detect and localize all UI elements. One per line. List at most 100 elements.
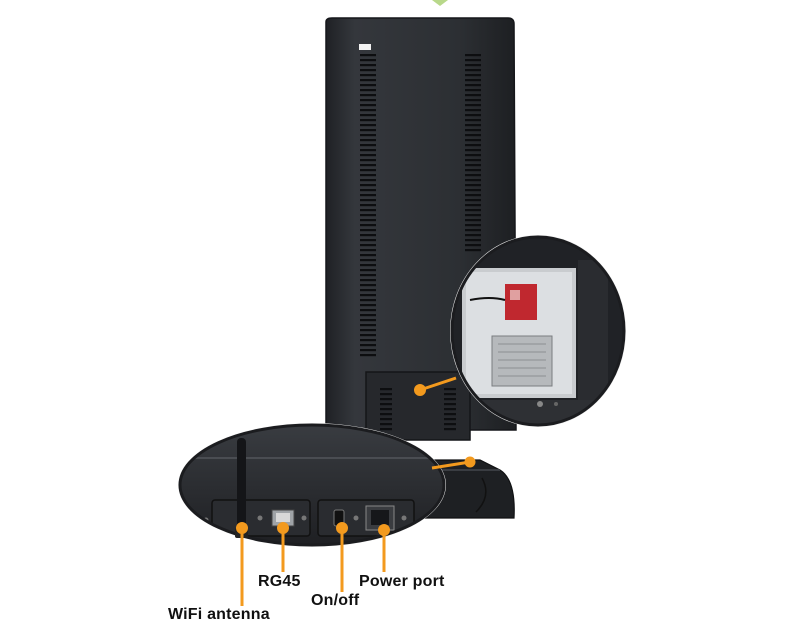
vent-slot	[360, 244, 376, 247]
vent-slot	[360, 274, 376, 277]
vent-slot	[465, 224, 481, 227]
vent-slot	[444, 413, 456, 416]
vent-slot	[444, 418, 456, 421]
vent-slot	[380, 413, 392, 416]
vent-slot	[360, 254, 376, 257]
vent-slot	[465, 59, 481, 62]
vent-slot	[465, 69, 481, 72]
vent-slot	[360, 124, 376, 127]
on-off-label: On/off	[311, 592, 360, 609]
vent-slot	[360, 99, 376, 102]
vent-slot	[360, 214, 376, 217]
vent-slot	[380, 428, 392, 431]
vent-slot	[360, 304, 376, 307]
vent-slot	[380, 423, 392, 426]
vent-slot	[465, 64, 481, 67]
vent-slot	[360, 199, 376, 202]
vent-slot	[360, 64, 376, 67]
vent-slot	[360, 299, 376, 302]
vent-slot	[465, 104, 481, 107]
vent-slot	[444, 428, 456, 431]
vent-slot	[465, 94, 481, 97]
vent-slot	[465, 149, 481, 152]
vent-slot	[380, 393, 392, 396]
vent-slot	[360, 174, 376, 177]
vent-slot	[465, 234, 481, 237]
vent-slot	[465, 54, 481, 57]
vent-slot	[360, 129, 376, 132]
callouts	[236, 376, 476, 606]
vent-slot	[360, 329, 376, 332]
vent-slot	[360, 189, 376, 192]
vent-slot	[465, 99, 481, 102]
vent-slot	[465, 174, 481, 177]
vent-slot	[360, 229, 376, 232]
vent-slot	[465, 169, 481, 172]
vent-slot	[360, 164, 376, 167]
vent-slot	[360, 94, 376, 97]
vent-slot	[360, 339, 376, 342]
vent-slot	[360, 149, 376, 152]
vent-slot	[360, 294, 376, 297]
vent-slot	[465, 79, 481, 82]
vent-slot	[360, 259, 376, 262]
vent-slot	[360, 69, 376, 72]
vent-slot	[360, 344, 376, 347]
vent-slot	[360, 284, 376, 287]
vent-slot	[380, 398, 392, 401]
vent-slot	[465, 129, 481, 132]
vent-slot	[360, 139, 376, 142]
vent-slot	[465, 119, 481, 122]
vent-slot	[380, 388, 392, 391]
vent-slot	[465, 154, 481, 157]
vent-slot	[360, 104, 376, 107]
vent-slot	[360, 269, 376, 272]
vent-slot	[360, 309, 376, 312]
vent-slot	[444, 403, 456, 406]
vent-slot	[360, 59, 376, 62]
vent-slot	[465, 194, 481, 197]
vent-slot	[360, 179, 376, 182]
vent-slot	[465, 244, 481, 247]
vent-slot	[360, 204, 376, 207]
internal-view-zoom	[450, 235, 626, 427]
vent-slot	[465, 209, 481, 212]
rg45-label: RG45	[258, 573, 301, 590]
vent-slot	[360, 134, 376, 137]
vent-slot	[465, 249, 481, 252]
power-port-label: Power port	[359, 573, 445, 590]
vent-slot	[465, 214, 481, 217]
vent-slot	[465, 219, 481, 222]
vent-slot	[465, 184, 481, 187]
vent-slot	[360, 54, 376, 57]
wifi-antenna-label: WiFi antenna	[168, 606, 270, 623]
vent-slot	[465, 134, 481, 137]
vent-slot	[360, 349, 376, 352]
vent-slot	[360, 234, 376, 237]
vent-slot	[360, 154, 376, 157]
vent-slot	[360, 109, 376, 112]
vent-slot	[465, 229, 481, 232]
vent-slot	[360, 74, 376, 77]
vent-slot	[444, 388, 456, 391]
vent-slot	[360, 194, 376, 197]
vent-slot	[465, 74, 481, 77]
vent-slot	[380, 418, 392, 421]
vent-slot	[465, 199, 481, 202]
vent-slot	[465, 164, 481, 167]
vent-slot	[444, 398, 456, 401]
vent-slot	[360, 219, 376, 222]
vent-slot	[360, 264, 376, 267]
vent-slot	[465, 89, 481, 92]
vent-slot	[360, 119, 376, 122]
vent-slot	[444, 408, 456, 411]
vent-slot	[360, 354, 376, 357]
vent-slot	[360, 79, 376, 82]
vent-slot	[360, 279, 376, 282]
vent-slot	[360, 334, 376, 337]
vent-slot	[465, 144, 481, 147]
vent-slot	[360, 89, 376, 92]
vent-slot	[380, 403, 392, 406]
vent-slot	[360, 169, 376, 172]
